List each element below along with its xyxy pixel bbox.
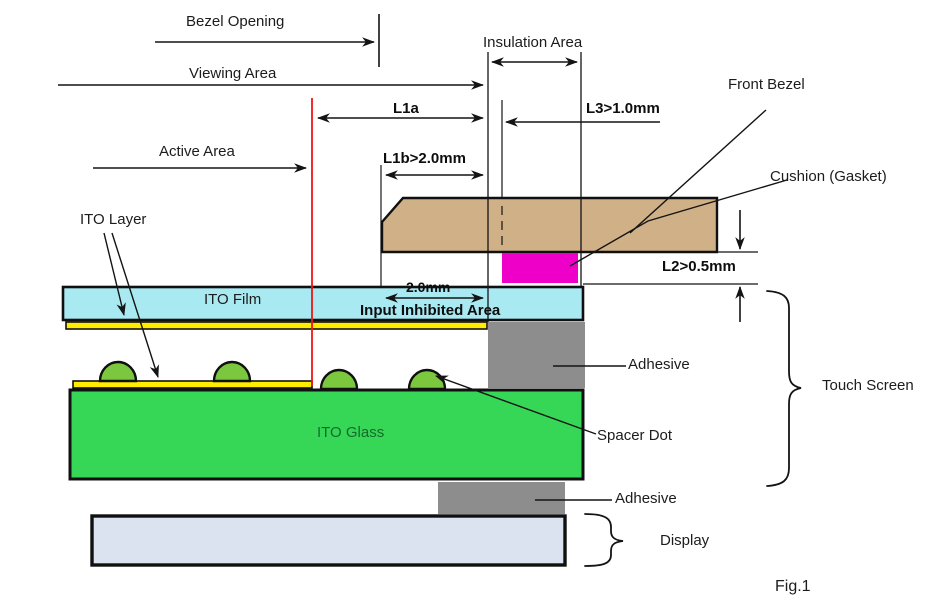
label-input-inhibited-area: Input Inhibited Area bbox=[360, 302, 501, 319]
label-adhesive-lower: Adhesive bbox=[615, 490, 677, 507]
label-dim-l1a: L1a bbox=[393, 100, 419, 117]
ito-layer-arrow-glass bbox=[111, 232, 159, 379]
ito-layer-arrow-film bbox=[103, 232, 126, 317]
touch-screen-brace bbox=[766, 290, 802, 487]
spacer-dot bbox=[98, 360, 138, 383]
adhesive-lower-shape bbox=[438, 482, 565, 514]
adhesive-upper-shape bbox=[488, 322, 585, 388]
label-dim-inhibited-width: 2.0mm bbox=[406, 279, 451, 295]
label-dim-l2: L2>0.5mm bbox=[662, 258, 736, 275]
figure-caption: Fig.1 bbox=[775, 578, 811, 595]
spacer-dot bbox=[407, 368, 447, 391]
label-active-area: Active Area bbox=[159, 143, 235, 160]
spacer-dot bbox=[319, 368, 359, 391]
label-ito-layer: ITO Layer bbox=[80, 211, 147, 228]
label-ito-film: ITO Film bbox=[204, 291, 262, 308]
spacer-dot-leader-arrow bbox=[434, 375, 597, 435]
front-bezel-leader-line bbox=[629, 109, 767, 234]
ito-glass-layer bbox=[68, 388, 585, 481]
label-insulation-area: Insulation Area bbox=[483, 34, 583, 51]
ito-film-layer bbox=[61, 285, 585, 322]
label-front-bezel: Front Bezel bbox=[728, 76, 805, 93]
label-adhesive-upper: Adhesive bbox=[628, 356, 690, 373]
label-spacer-dot: Spacer Dot bbox=[597, 427, 673, 444]
display-brace bbox=[584, 513, 624, 567]
label-dim-l1b: L1b>2.0mm bbox=[383, 150, 466, 167]
display-shape bbox=[90, 514, 567, 567]
label-dim-l3: L3>1.0mm bbox=[586, 100, 660, 117]
spacer-dot bbox=[212, 360, 252, 383]
label-ito-glass: ITO Glass bbox=[317, 424, 385, 441]
label-touch-screen: Touch Screen bbox=[822, 377, 914, 394]
front-bezel-shape bbox=[380, 196, 719, 254]
label-display: Display bbox=[660, 532, 710, 549]
label-bezel-opening: Bezel Opening bbox=[186, 13, 285, 30]
cushion-leader-line bbox=[569, 179, 788, 267]
label-cushion-gasket: Cushion (Gasket) bbox=[770, 168, 887, 185]
label-viewing-area: Viewing Area bbox=[189, 65, 277, 82]
ito-coating-under-film bbox=[65, 321, 488, 330]
cushion-gasket-shape bbox=[502, 253, 578, 283]
